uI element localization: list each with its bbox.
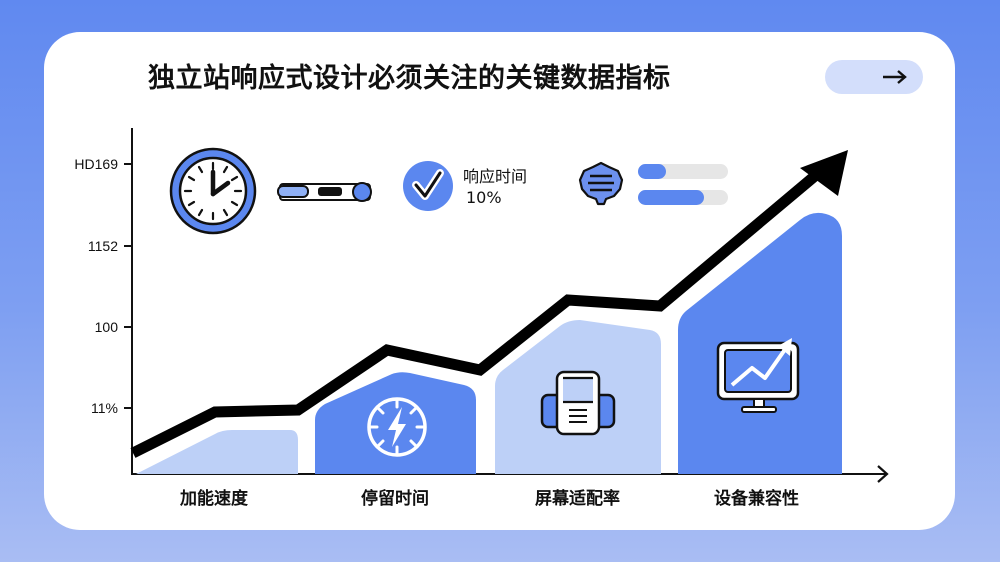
response-time-label: 响应时间 [463, 167, 528, 186]
y-tick-label: 100 [94, 319, 118, 335]
check-badge-icon [403, 161, 453, 211]
block-load-speed [136, 430, 298, 474]
toggle-slider-icon [277, 182, 372, 202]
response-time-metric: 响应时间 10% [463, 166, 527, 208]
y-tick-label: 1152 [87, 238, 118, 254]
page-title: 独立站响应式设计必须关注的关键数据指标 [148, 63, 671, 94]
document-printer-icon [540, 370, 616, 436]
x-label-load-speed: 加能速度 [180, 489, 248, 509]
x-label-device-compat: 设备兼容性 [714, 489, 799, 509]
progress-bar-1 [638, 164, 728, 179]
x-label-dwell-time: 停留时间 [361, 489, 429, 509]
y-tick-label: HD169 [74, 156, 118, 172]
x-axis-arrow-icon [877, 465, 889, 483]
next-button[interactable] [825, 60, 923, 94]
response-time-value: 10% [466, 188, 502, 207]
y-tick-label: 11% [91, 400, 118, 416]
trend-line [130, 165, 826, 458]
clock-icon [169, 147, 257, 235]
x-label-screen-fit: 屏幕适配率 [535, 489, 620, 509]
progress-bar-2 [638, 190, 728, 205]
arrow-right-icon [883, 70, 907, 84]
trend-arrow-head-icon [800, 150, 848, 196]
lightning-gauge-icon [367, 397, 427, 457]
monitor-chart-icon [716, 338, 800, 413]
menu-badge-icon [578, 161, 624, 206]
